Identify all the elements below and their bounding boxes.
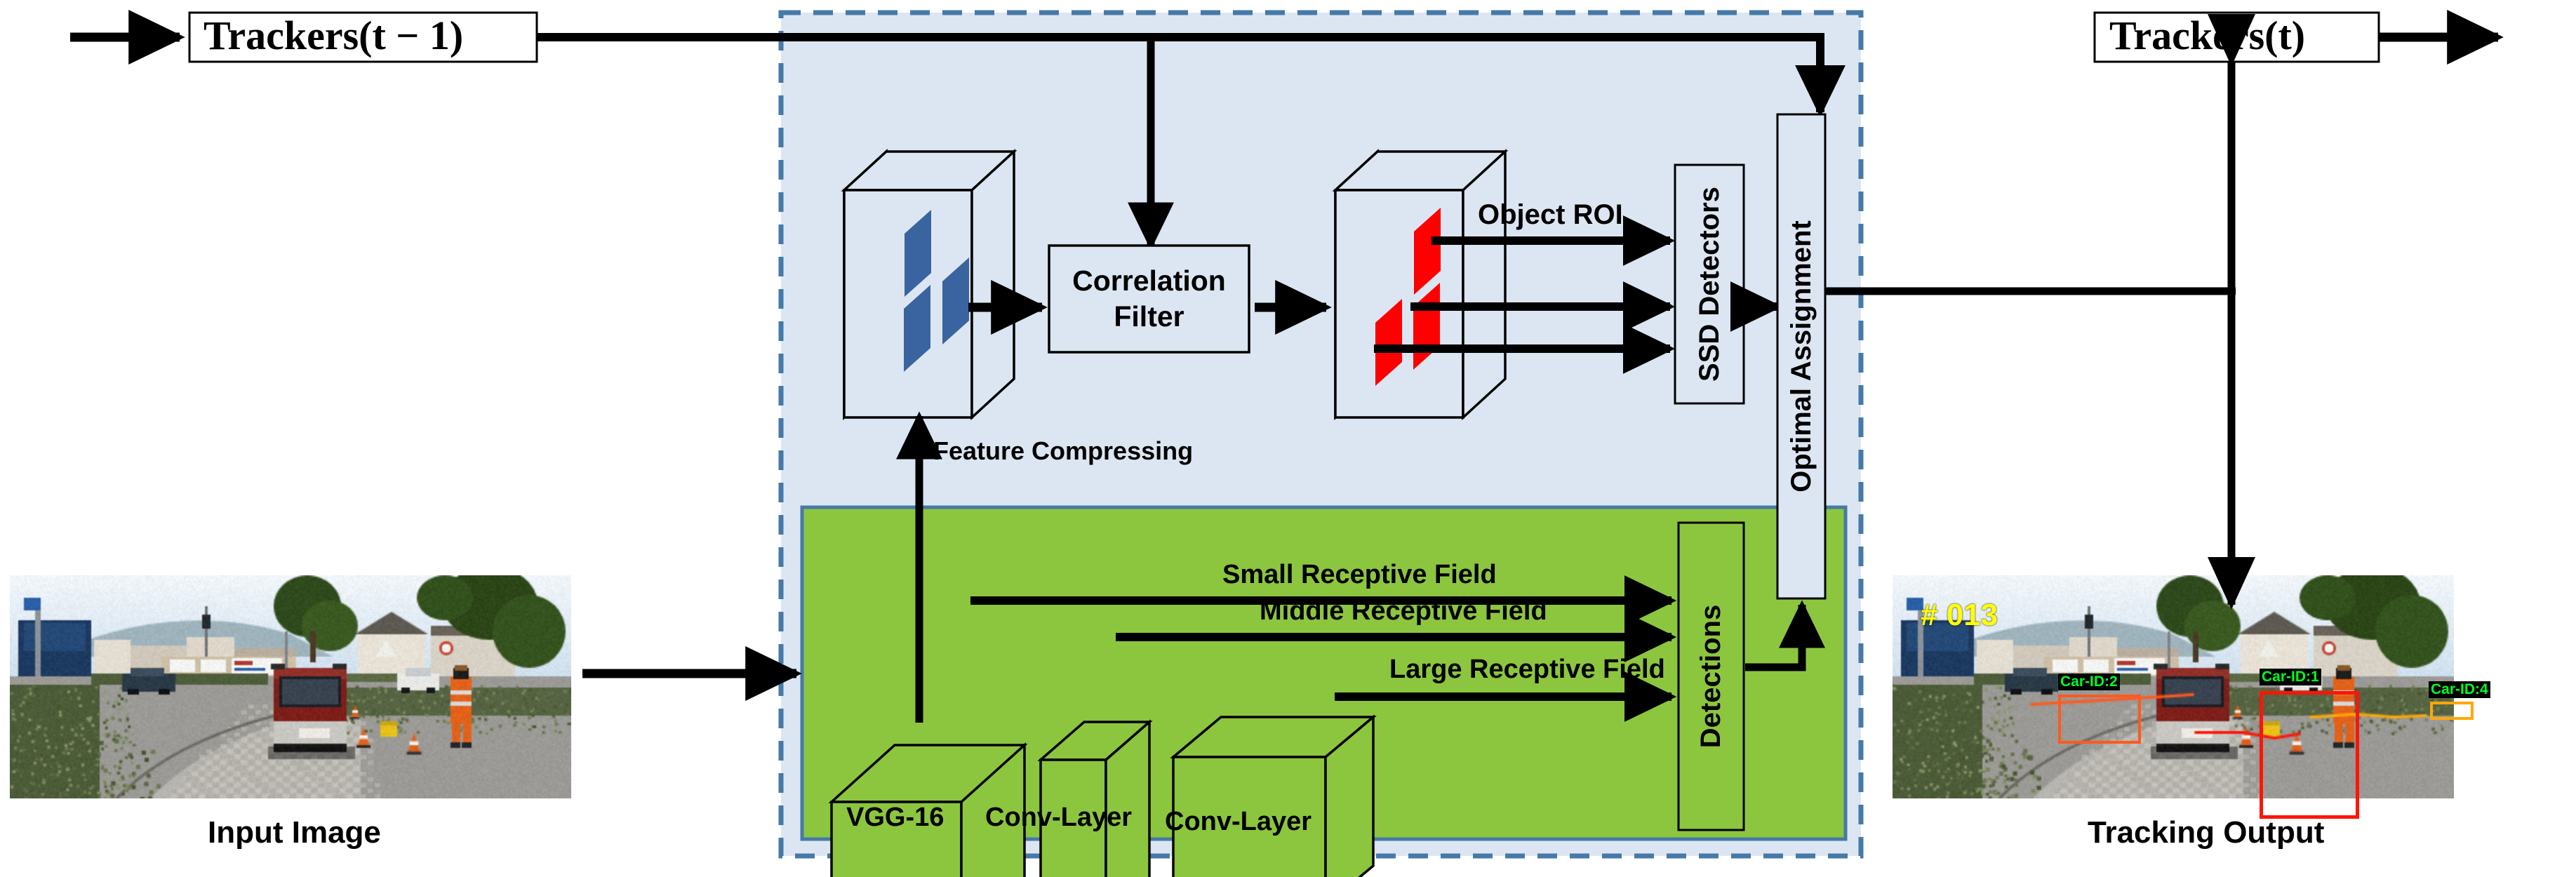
object-roi-label: Object ROI	[1478, 201, 1623, 229]
conv-layer-2-prism	[1173, 717, 1373, 877]
input-image-caption: Input Image	[208, 817, 381, 848]
tracking-output-caption: Tracking Output	[2088, 817, 2324, 848]
small-receptive-field-label: Small Receptive Field	[1222, 561, 1497, 588]
vgg16-label: VGG-16	[846, 804, 944, 831]
correlation-filter-line-2: Filter	[1114, 299, 1184, 335]
conv-layer-2-label: Conv-Layer	[1165, 808, 1312, 835]
detections-label: Detections	[1697, 605, 1725, 749]
middle-receptive-field-label: Middle Receptive Field	[1260, 598, 1547, 624]
conv-layer-1-label: Conv-Layer	[985, 804, 1132, 831]
ssd-detectors-label: SSD Detectors	[1695, 187, 1723, 382]
feature-compressing-label: Feature Compressing	[933, 438, 1193, 464]
trackers-now-label: Trackers(t)	[2109, 15, 2305, 56]
trackers-prev-label: Trackers(t − 1)	[203, 15, 463, 56]
correlation-filter-line-1: Correlation	[1072, 263, 1226, 299]
conv-layer-1-prism	[1041, 722, 1149, 877]
optimal-assignment-label: Optimal Assignment	[1787, 220, 1815, 492]
correlation-filter-label: Correlation Filter	[1049, 246, 1249, 352]
large-receptive-field-label: Large Receptive Field	[1389, 656, 1665, 683]
feature-map-blue	[844, 152, 1014, 417]
